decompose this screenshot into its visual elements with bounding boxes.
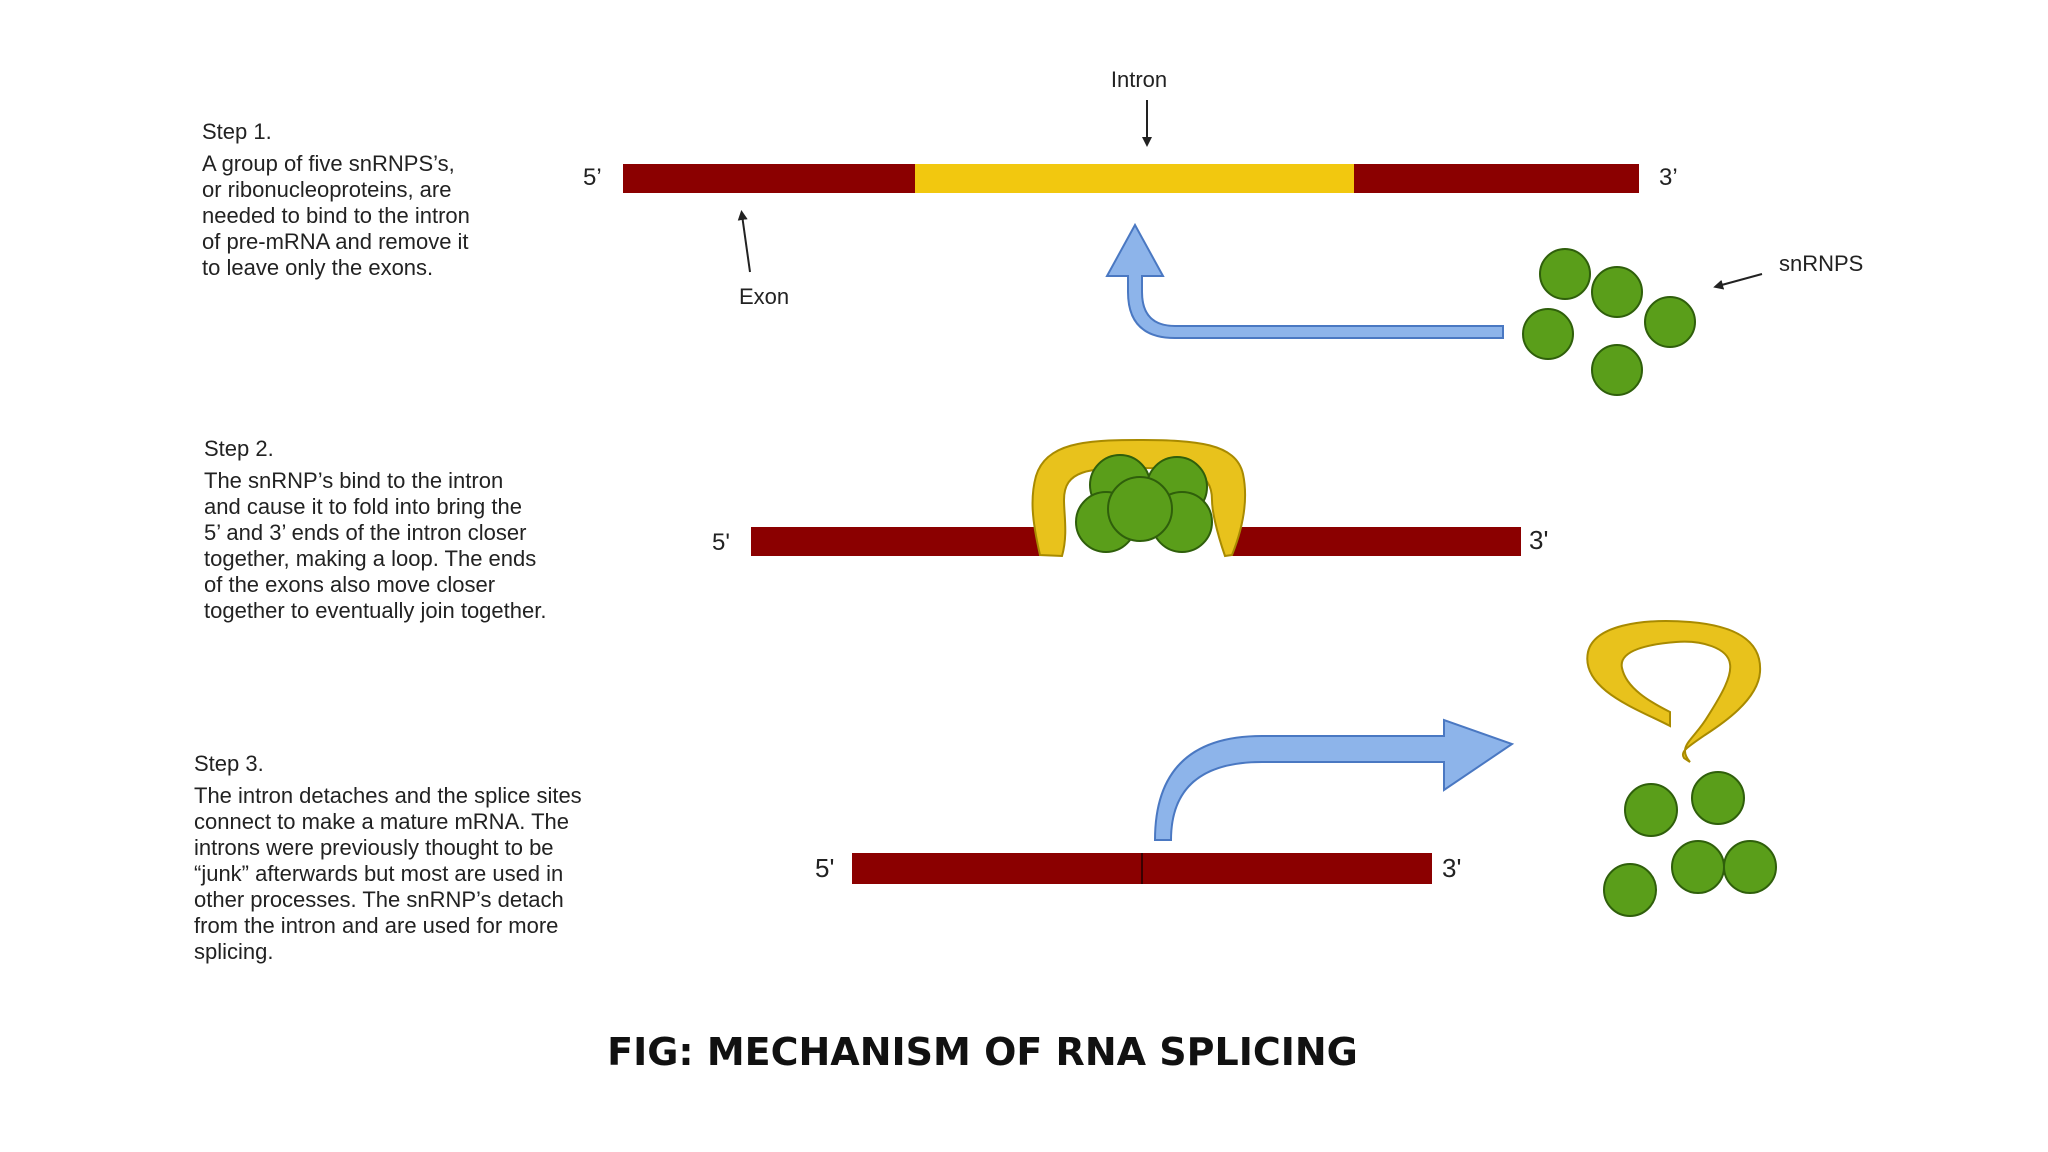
step1-diagram: 5’ 3’ Intron Exon snRNPS (583, 67, 1863, 396)
step1-exon-left (623, 164, 915, 193)
step1-exon-right (1354, 164, 1639, 193)
step1-three-prime: 3’ (1659, 164, 1678, 191)
step2-snrnp-cluster (1075, 454, 1213, 553)
step2-description: Step 2. The snRNP’s bind to the intron a… (204, 437, 546, 624)
step-text-line: from the intron and are used for more (194, 913, 559, 938)
step1-snrnp-cluster (1522, 248, 1696, 396)
step3-curved-arrow (1153, 718, 1515, 841)
step2-five-prime: 5' (712, 529, 730, 556)
step-text-line: The snRNP’s bind to the intron (204, 468, 504, 493)
step-text-line: 5’ and 3’ ends of the intron closer (204, 520, 527, 545)
step-text-line: other processes. The snRNP’s detach (194, 887, 564, 912)
figure-caption: FIG: MECHANISM OF RNA SPLICING (607, 1030, 1358, 1074)
snrnp-particle (1539, 248, 1591, 300)
step3-three-prime: 3' (1442, 853, 1461, 883)
snrnp-particle (1691, 771, 1745, 825)
snrnp-particle (1591, 266, 1643, 318)
snrnp-particle (1107, 476, 1173, 542)
step-text-line: needed to bind to the intron (202, 203, 470, 228)
step3-diagram: 5' 3' (815, 620, 1777, 917)
intron-label: Intron (1111, 67, 1167, 92)
step2-exon-right (1231, 527, 1521, 556)
step-text-line: together to eventually join together. (204, 598, 547, 623)
step-text-line: splicing. (194, 939, 274, 964)
step-text-line: to leave only the exons. (202, 255, 434, 280)
step-text-line: The intron detaches and the splice sites (194, 783, 582, 808)
snrnp-particle (1644, 296, 1696, 348)
step2-three-prime: 3' (1529, 525, 1548, 555)
step1-intron (915, 164, 1354, 193)
step2-diagram: 5' 3' (712, 438, 1548, 558)
step-text-line: introns were previously thought to be (194, 835, 554, 860)
snrnp-particle (1591, 344, 1643, 396)
step3-exon-right (1142, 853, 1432, 884)
step2-exon-left (751, 527, 1041, 556)
step3-snrnp-cluster (1603, 771, 1777, 917)
snrnp-particle (1723, 840, 1777, 894)
step3-five-prime: 5' (815, 853, 834, 883)
step-title: Step 3. (194, 751, 264, 776)
step-text-line: A group of five snRNPS’s, (202, 151, 455, 176)
step-text-line: “junk” afterwards but most are used in (194, 861, 564, 886)
step-text-line: of pre-mRNA and remove it (202, 229, 469, 254)
step3-exon-left (852, 853, 1142, 884)
snrnps-label: snRNPS (1779, 251, 1863, 276)
exon-label: Exon (739, 284, 789, 309)
snrnps-pointer-arrow (1713, 273, 1763, 290)
step-text-line: together, making a loop. The ends (204, 546, 537, 571)
snrnp-particle (1671, 840, 1725, 894)
step3-description: Step 3. The intron detaches and the spli… (194, 752, 582, 965)
step1-curved-arrow (1105, 222, 1504, 339)
exon-pointer-arrow (737, 210, 751, 273)
snrnp-particle (1624, 783, 1678, 837)
snrnp-particle (1522, 308, 1574, 360)
released-intron-lariat (1586, 620, 1762, 763)
step-title: Step 1. (202, 119, 272, 144)
step-text-line: and cause it to fold into bring the (204, 494, 522, 519)
step1-description: Step 1. A group of five snRNPS’s, or rib… (202, 120, 470, 281)
step1-five-prime: 5’ (583, 164, 602, 191)
step-title: Step 2. (204, 436, 274, 461)
step-text-line: of the exons also move closer (204, 572, 496, 597)
step-text-line: connect to make a mature mRNA. The (194, 809, 569, 834)
step-text-line: or ribonucleoproteins, are (202, 177, 452, 202)
snrnp-particle (1603, 863, 1657, 917)
